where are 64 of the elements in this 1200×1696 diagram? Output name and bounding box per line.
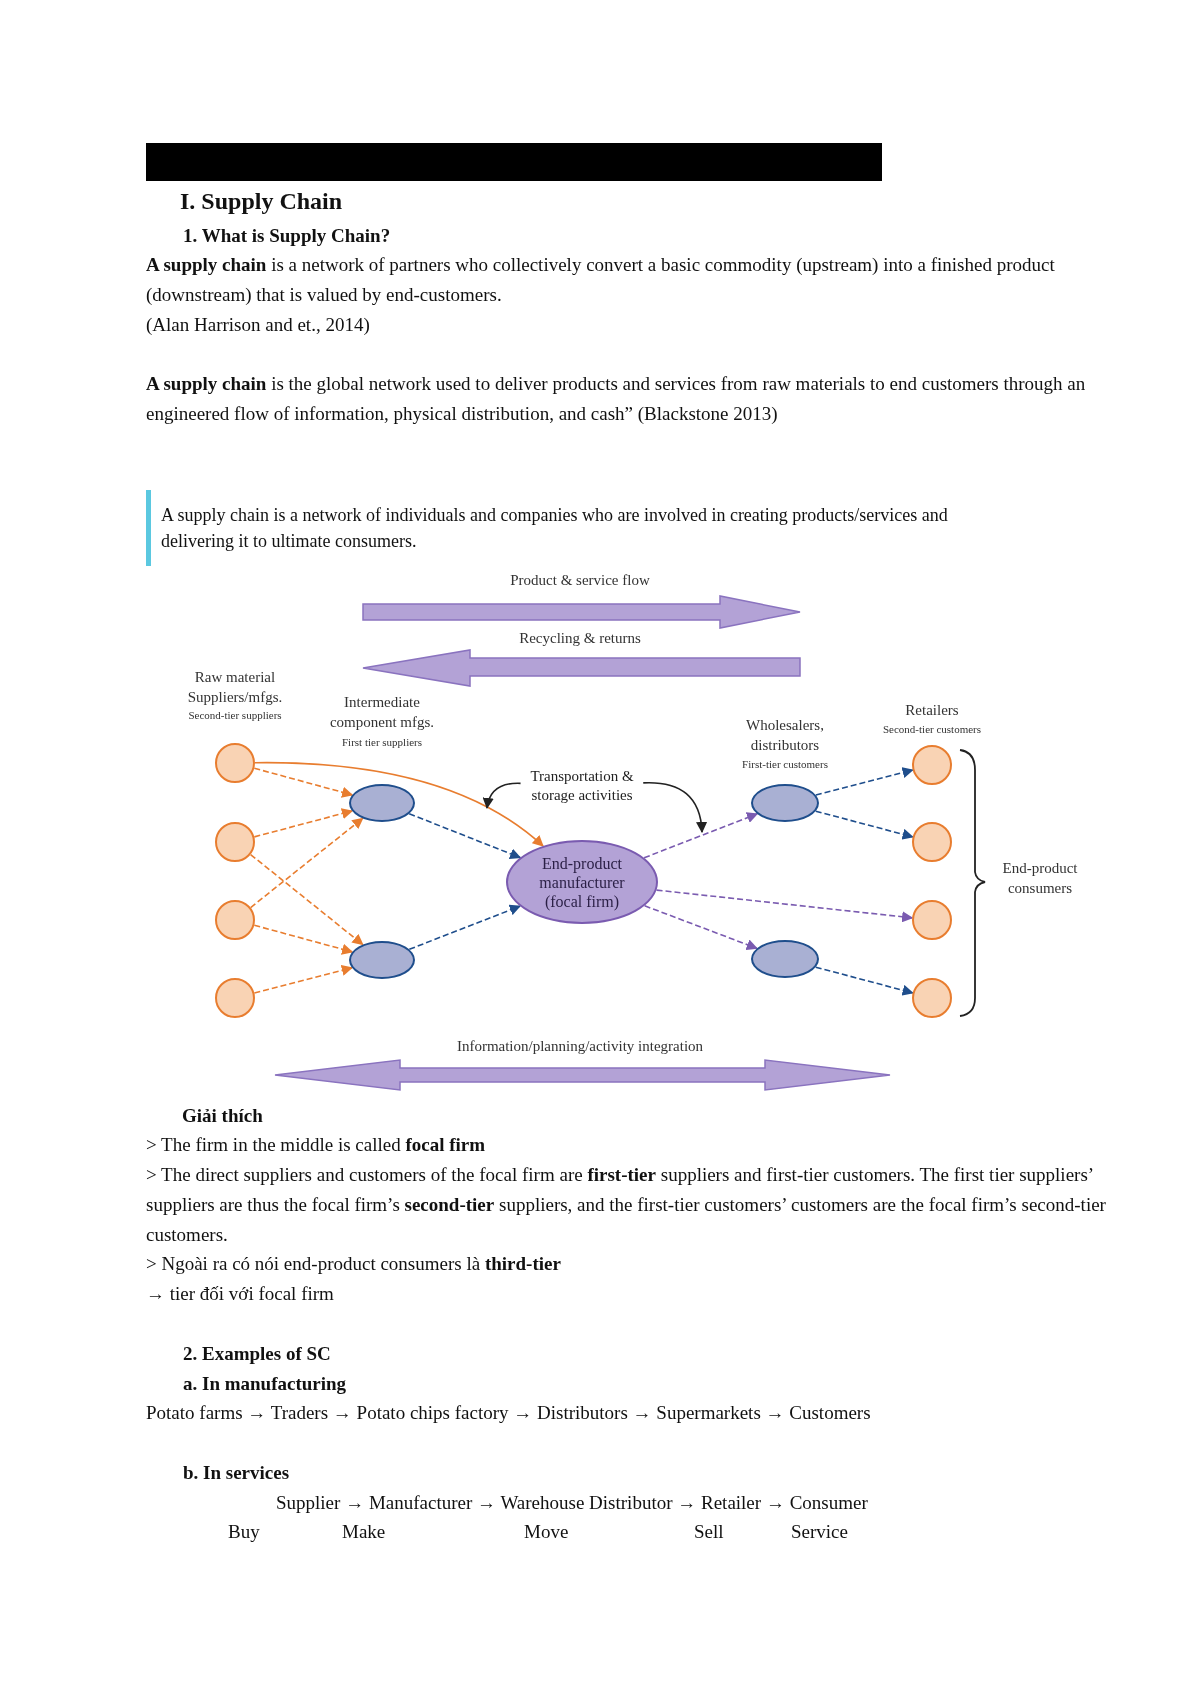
paragraph: A supply chain is a network of partners who collectively convert a basic commodity (upstream) into a finished product (downstream) that is valued by end-customers.: [146, 253, 1056, 307]
bullet-text: > The direct suppliers and customers of the focal firm are first-tier suppliers and first-tier customers. The first tier suppliers’ suppliers are thus the focal firm’s second-tier suppliers, and the first-tier customers’ customers are the focal firm’s second-tier customers.: [146, 1163, 1107, 1247]
circle-node: [215, 978, 255, 1018]
arrow: [249, 817, 364, 909]
circle-node: [912, 978, 952, 1018]
ellipse-node: [751, 940, 819, 978]
quote-block: A supply chain is a network of individuals and companies who are involved in creating products/services and delivering it to ultimate consumers.: [146, 490, 981, 566]
section-heading: I. Supply Chain: [180, 187, 343, 216]
arrow: [253, 808, 354, 838]
arrow-label: Information/planning/activity integration: [455, 1037, 705, 1056]
circle-node: [912, 900, 952, 940]
example-chain: Supplier → Manufacturer → Warehouse Distributor → Retailer → Consumer: [276, 1491, 869, 1515]
subsection-heading: 2. Examples of SC: [183, 1342, 332, 1366]
example-chain: Potato farms → Traders → Potato chips factory → Distributors → Supermarkets → Customers: [146, 1401, 872, 1425]
ellipse-node: [349, 784, 415, 822]
column-subheading: Second-tier customers: [881, 722, 983, 736]
arrow: [655, 889, 914, 923]
subsection-heading: b. In services: [183, 1461, 291, 1485]
circle-node: [215, 900, 255, 940]
arrow: [643, 904, 758, 950]
arrow: [408, 904, 521, 951]
ellipse-node: [751, 784, 819, 822]
subsection-heading: a. In manufacturing: [183, 1372, 348, 1396]
arrow: [814, 810, 914, 840]
circle-node: [912, 822, 952, 862]
circle-node: [912, 745, 952, 785]
activity-label: Service: [791, 1520, 849, 1544]
arrow: [408, 812, 522, 860]
arrow-label: Recycling & returns: [518, 629, 642, 648]
column-subheading: First-tier customers: [741, 757, 829, 771]
leader-arrow: [642, 782, 707, 834]
column-heading: Intermediate component mfgs.: [328, 693, 436, 732]
arrow: [815, 767, 914, 796]
leader-arrow: [483, 782, 522, 810]
note-heading: Giải thích: [182, 1104, 264, 1128]
annotation-text: Transportation & storage activities: [520, 766, 644, 806]
activity-label: Sell: [694, 1520, 725, 1544]
activity-label: Make: [342, 1520, 387, 1544]
bracket-label: End-product consumers: [1001, 859, 1079, 898]
column-subheading: Second-tier suppliers: [187, 708, 283, 722]
subsection-heading: 1. What is Supply Chain?: [183, 224, 392, 248]
activity-label: Buy: [228, 1520, 261, 1544]
column-heading: Retailers: [904, 701, 960, 720]
arrow: [643, 812, 759, 859]
focal-firm-ellipse: End-product manufacturer (focal firm): [506, 840, 658, 924]
bullet-text: > The firm in the middle is called focal firm: [146, 1133, 487, 1157]
arrow: [253, 964, 353, 994]
paragraph: A supply chain is the global network used to deliver products and services from raw materials to end customers through an engineered flow of information, physical distribution, and cash” (Blackstone 2013): [146, 372, 1087, 426]
column-heading: Wholesalers, distributors: [745, 716, 825, 755]
ellipse-node: [349, 941, 415, 979]
bullet-text: > Ngoài ra có nói end-product consumers là third-tier: [146, 1252, 562, 1276]
column-heading: Raw material Suppliers/mfgs.: [186, 668, 284, 707]
arrow: [254, 761, 544, 847]
arrow-label: Product & service flow: [509, 571, 651, 590]
activity-label: Move: [524, 1520, 570, 1544]
arrow: [253, 924, 354, 955]
citation: (Alan Harrison and et., 2014): [146, 313, 371, 337]
column-subheading: First tier suppliers: [340, 735, 424, 749]
bullet-text: → tier đối với focal firm: [146, 1282, 335, 1306]
circle-node: [215, 822, 255, 862]
arrow: [253, 767, 354, 798]
circle-node: [215, 743, 255, 783]
arrow: [249, 853, 364, 946]
arrow: [814, 966, 914, 996]
